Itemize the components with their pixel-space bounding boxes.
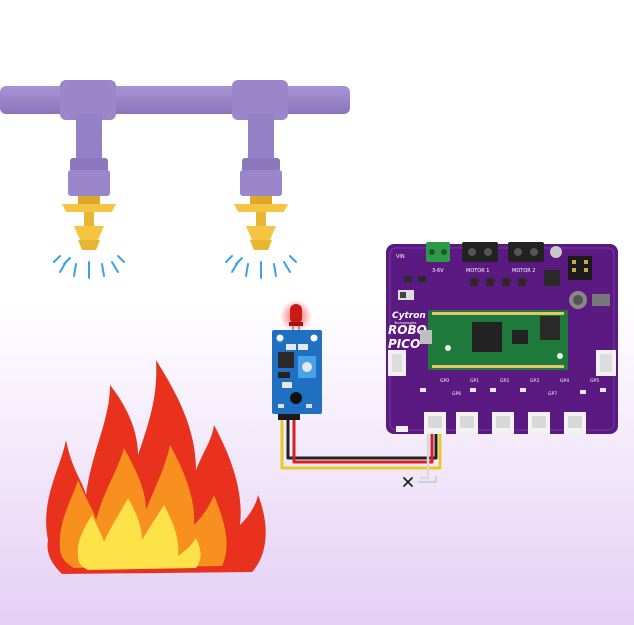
water-spray <box>53 255 125 279</box>
sprinkler-icon <box>53 196 125 279</box>
board-brand-sub: Technologies <box>393 321 417 325</box>
silk-voltage: 3-6V <box>432 268 444 274</box>
board-brand: Cytron <box>392 311 426 321</box>
wire-unused <box>420 432 430 480</box>
flame-icon <box>46 360 266 574</box>
sensor-pcb <box>272 330 322 414</box>
sprinkler-icon <box>225 196 297 279</box>
pipe-drop-right <box>248 114 274 162</box>
main-pipe <box>0 86 350 114</box>
board-name-line1: ROBO <box>388 323 427 337</box>
flame-sensor-icon <box>272 300 322 420</box>
wire-ground <box>286 420 438 460</box>
silk-gp5: GP5 <box>590 378 599 384</box>
silk-gp7: GP7 <box>548 391 557 397</box>
wire-power <box>292 420 434 464</box>
pipe-drop-left <box>76 114 102 162</box>
flame-inner <box>77 498 201 570</box>
terminal-block-power <box>426 242 450 262</box>
silk-motor1: MOTOR 1 <box>466 268 489 274</box>
terminal-block-motor1 <box>462 242 498 262</box>
wire-signal <box>280 420 442 470</box>
pipe-tee-right <box>232 80 288 120</box>
disconnect-x-icon <box>403 477 413 487</box>
silk-vin: VIN <box>396 254 405 260</box>
sensor-wires <box>280 420 442 483</box>
silk-motor2: MOTOR 2 <box>512 268 535 274</box>
silk-gp0: GP0 <box>440 378 449 384</box>
silk-gp3: GP3 <box>530 378 539 384</box>
microcontroller-board-icon: VIN MOTOR 1 MOTOR 2 3-6V Cytron Technolo… <box>386 242 618 434</box>
sprinkler-pipe-system <box>0 80 350 196</box>
silk-gp2: GP2 <box>500 378 509 384</box>
terminal-block-motor2 <box>508 242 544 262</box>
board-name-line2: PICO <box>388 337 420 351</box>
silk-gp4: GP4 <box>560 378 569 384</box>
pipe-tee-left <box>60 80 116 120</box>
grove-connectors <box>424 412 586 434</box>
silk-gp6: GP6 <box>452 391 461 397</box>
water-spray <box>225 255 297 279</box>
silk-gp1: GP1 <box>470 378 479 384</box>
